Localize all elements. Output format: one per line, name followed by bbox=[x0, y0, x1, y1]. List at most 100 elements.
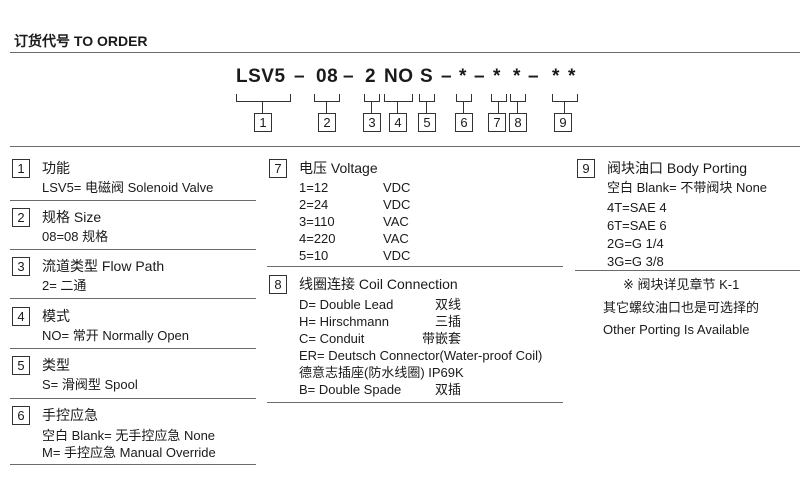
option-line: LSV5= 电磁阀 Solenoid Valve bbox=[42, 180, 214, 195]
code-box-8: 8 bbox=[509, 113, 527, 132]
section-title: 模式 bbox=[42, 308, 70, 324]
code-stem bbox=[498, 101, 499, 113]
code-bracket bbox=[364, 94, 380, 102]
code-stem bbox=[326, 101, 327, 113]
code-part: NO bbox=[384, 66, 414, 87]
porting-note: 其它螺纹油口也是可选择的 bbox=[603, 300, 760, 315]
porting-note: ※ 阀块详见章节 K-1 bbox=[623, 277, 740, 292]
section-number: 5 bbox=[12, 356, 30, 375]
porting-option: 6T=SAE 6 bbox=[607, 218, 667, 233]
code-bracket bbox=[456, 94, 472, 102]
section-number: 3 bbox=[12, 257, 30, 276]
option-line: 2= 二通 bbox=[42, 278, 87, 293]
code-stem bbox=[397, 101, 398, 113]
section-divider bbox=[10, 249, 256, 250]
section-number: 4 bbox=[12, 307, 30, 326]
voltage-code: 4=220 bbox=[299, 231, 336, 246]
porting-option: 空白 Blank= 不带阀块 None bbox=[607, 180, 768, 195]
coil-option-cn: 带嵌套 bbox=[422, 331, 462, 346]
section-title: 规格 Size bbox=[42, 209, 102, 225]
heading-divider bbox=[10, 52, 800, 53]
code-part: – bbox=[441, 66, 453, 87]
code-box-3: 3 bbox=[363, 113, 381, 132]
section-title: 类型 bbox=[42, 357, 70, 373]
section-number: 2 bbox=[12, 208, 30, 227]
coil-option: 德意志插座(防水线圈) IP69K bbox=[299, 365, 464, 380]
code-box-2: 2 bbox=[318, 113, 336, 132]
code-bracket bbox=[491, 94, 507, 102]
code-box-6: 6 bbox=[455, 113, 473, 132]
voltage-unit: VAC bbox=[383, 214, 409, 229]
code-divider bbox=[10, 146, 800, 147]
section-divider bbox=[267, 402, 563, 403]
code-bracket bbox=[236, 94, 291, 102]
code-bracket bbox=[384, 94, 413, 102]
code-part: S bbox=[420, 66, 434, 87]
coil-option: ER= Deutsch Connector(Water-proof Coil) bbox=[299, 348, 543, 363]
section-title: 手控应急 bbox=[42, 407, 98, 423]
code-stem bbox=[371, 101, 372, 113]
coil-option: D= Double Lead bbox=[299, 297, 394, 312]
porting-option: 2G=G 1/4 bbox=[607, 236, 664, 251]
code-part: 2 bbox=[365, 66, 377, 87]
code-stem bbox=[463, 101, 464, 113]
section-title: 阀块油口 Body Porting bbox=[607, 160, 748, 176]
code-part: * bbox=[459, 66, 467, 87]
voltage-unit: VAC bbox=[383, 231, 409, 246]
code-stem bbox=[564, 101, 565, 113]
section-number: 1 bbox=[12, 159, 30, 178]
section-number: 8 bbox=[269, 275, 287, 294]
section-number: 7 bbox=[269, 159, 287, 178]
coil-option: B= Double Spade bbox=[299, 382, 402, 397]
coil-option-cn: 双插 bbox=[435, 382, 462, 397]
code-part: – bbox=[528, 66, 540, 87]
voltage-unit: VDC bbox=[383, 197, 411, 212]
option-line: NO= 常开 Normally Open bbox=[42, 328, 190, 343]
option-line: M= 手控应急 Manual Override bbox=[42, 445, 216, 460]
option-line: 空白 Blank= 无手控应急 None bbox=[42, 428, 216, 443]
code-stem bbox=[426, 101, 427, 113]
section-divider bbox=[10, 298, 256, 299]
code-part: – bbox=[474, 66, 486, 87]
code-box-4: 4 bbox=[389, 113, 407, 132]
code-part: LSV5 bbox=[236, 66, 286, 87]
code-part: * bbox=[552, 66, 560, 87]
code-box-1: 1 bbox=[254, 113, 272, 132]
code-part: 08 bbox=[316, 66, 339, 87]
voltage-unit: VDC bbox=[383, 180, 411, 195]
code-part: * bbox=[493, 66, 501, 87]
page-heading: 订货代号 TO ORDER bbox=[14, 33, 148, 49]
voltage-code: 2=24 bbox=[299, 197, 329, 212]
code-box-5: 5 bbox=[418, 113, 436, 132]
code-box-7: 7 bbox=[488, 113, 506, 132]
section-divider bbox=[10, 398, 256, 399]
section-divider bbox=[575, 270, 800, 271]
porting-note: Other Porting Is Available bbox=[603, 322, 750, 337]
option-line: 08=08 规格 bbox=[42, 229, 109, 244]
code-part: * bbox=[568, 66, 576, 87]
section-number: 9 bbox=[577, 159, 595, 178]
coil-option-cn: 双线 bbox=[435, 297, 462, 312]
option-line: S= 滑阀型 Spool bbox=[42, 377, 138, 392]
voltage-unit: VDC bbox=[383, 248, 411, 263]
code-part: – bbox=[294, 66, 306, 87]
coil-option-cn: 三插 bbox=[435, 314, 462, 329]
section-divider bbox=[267, 266, 563, 267]
voltage-code: 3=110 bbox=[299, 214, 335, 229]
code-box-9: 9 bbox=[554, 113, 572, 132]
section-number: 6 bbox=[12, 406, 30, 425]
code-bracket bbox=[552, 94, 578, 102]
code-bracket bbox=[419, 94, 435, 102]
porting-option: 4T=SAE 4 bbox=[607, 200, 667, 215]
section-title: 流道类型 Flow Path bbox=[42, 258, 165, 274]
section-title: 功能 bbox=[42, 160, 70, 176]
section-title: 电压 Voltage bbox=[299, 160, 378, 176]
code-bracket bbox=[314, 94, 340, 102]
voltage-code: 1=12 bbox=[299, 180, 329, 195]
coil-option: C= Conduit bbox=[299, 331, 365, 346]
section-divider bbox=[10, 464, 256, 465]
porting-option: 3G=G 3/8 bbox=[607, 254, 664, 269]
code-part: * bbox=[513, 66, 521, 87]
code-stem bbox=[517, 101, 518, 113]
coil-option: H= Hirschmann bbox=[299, 314, 389, 329]
